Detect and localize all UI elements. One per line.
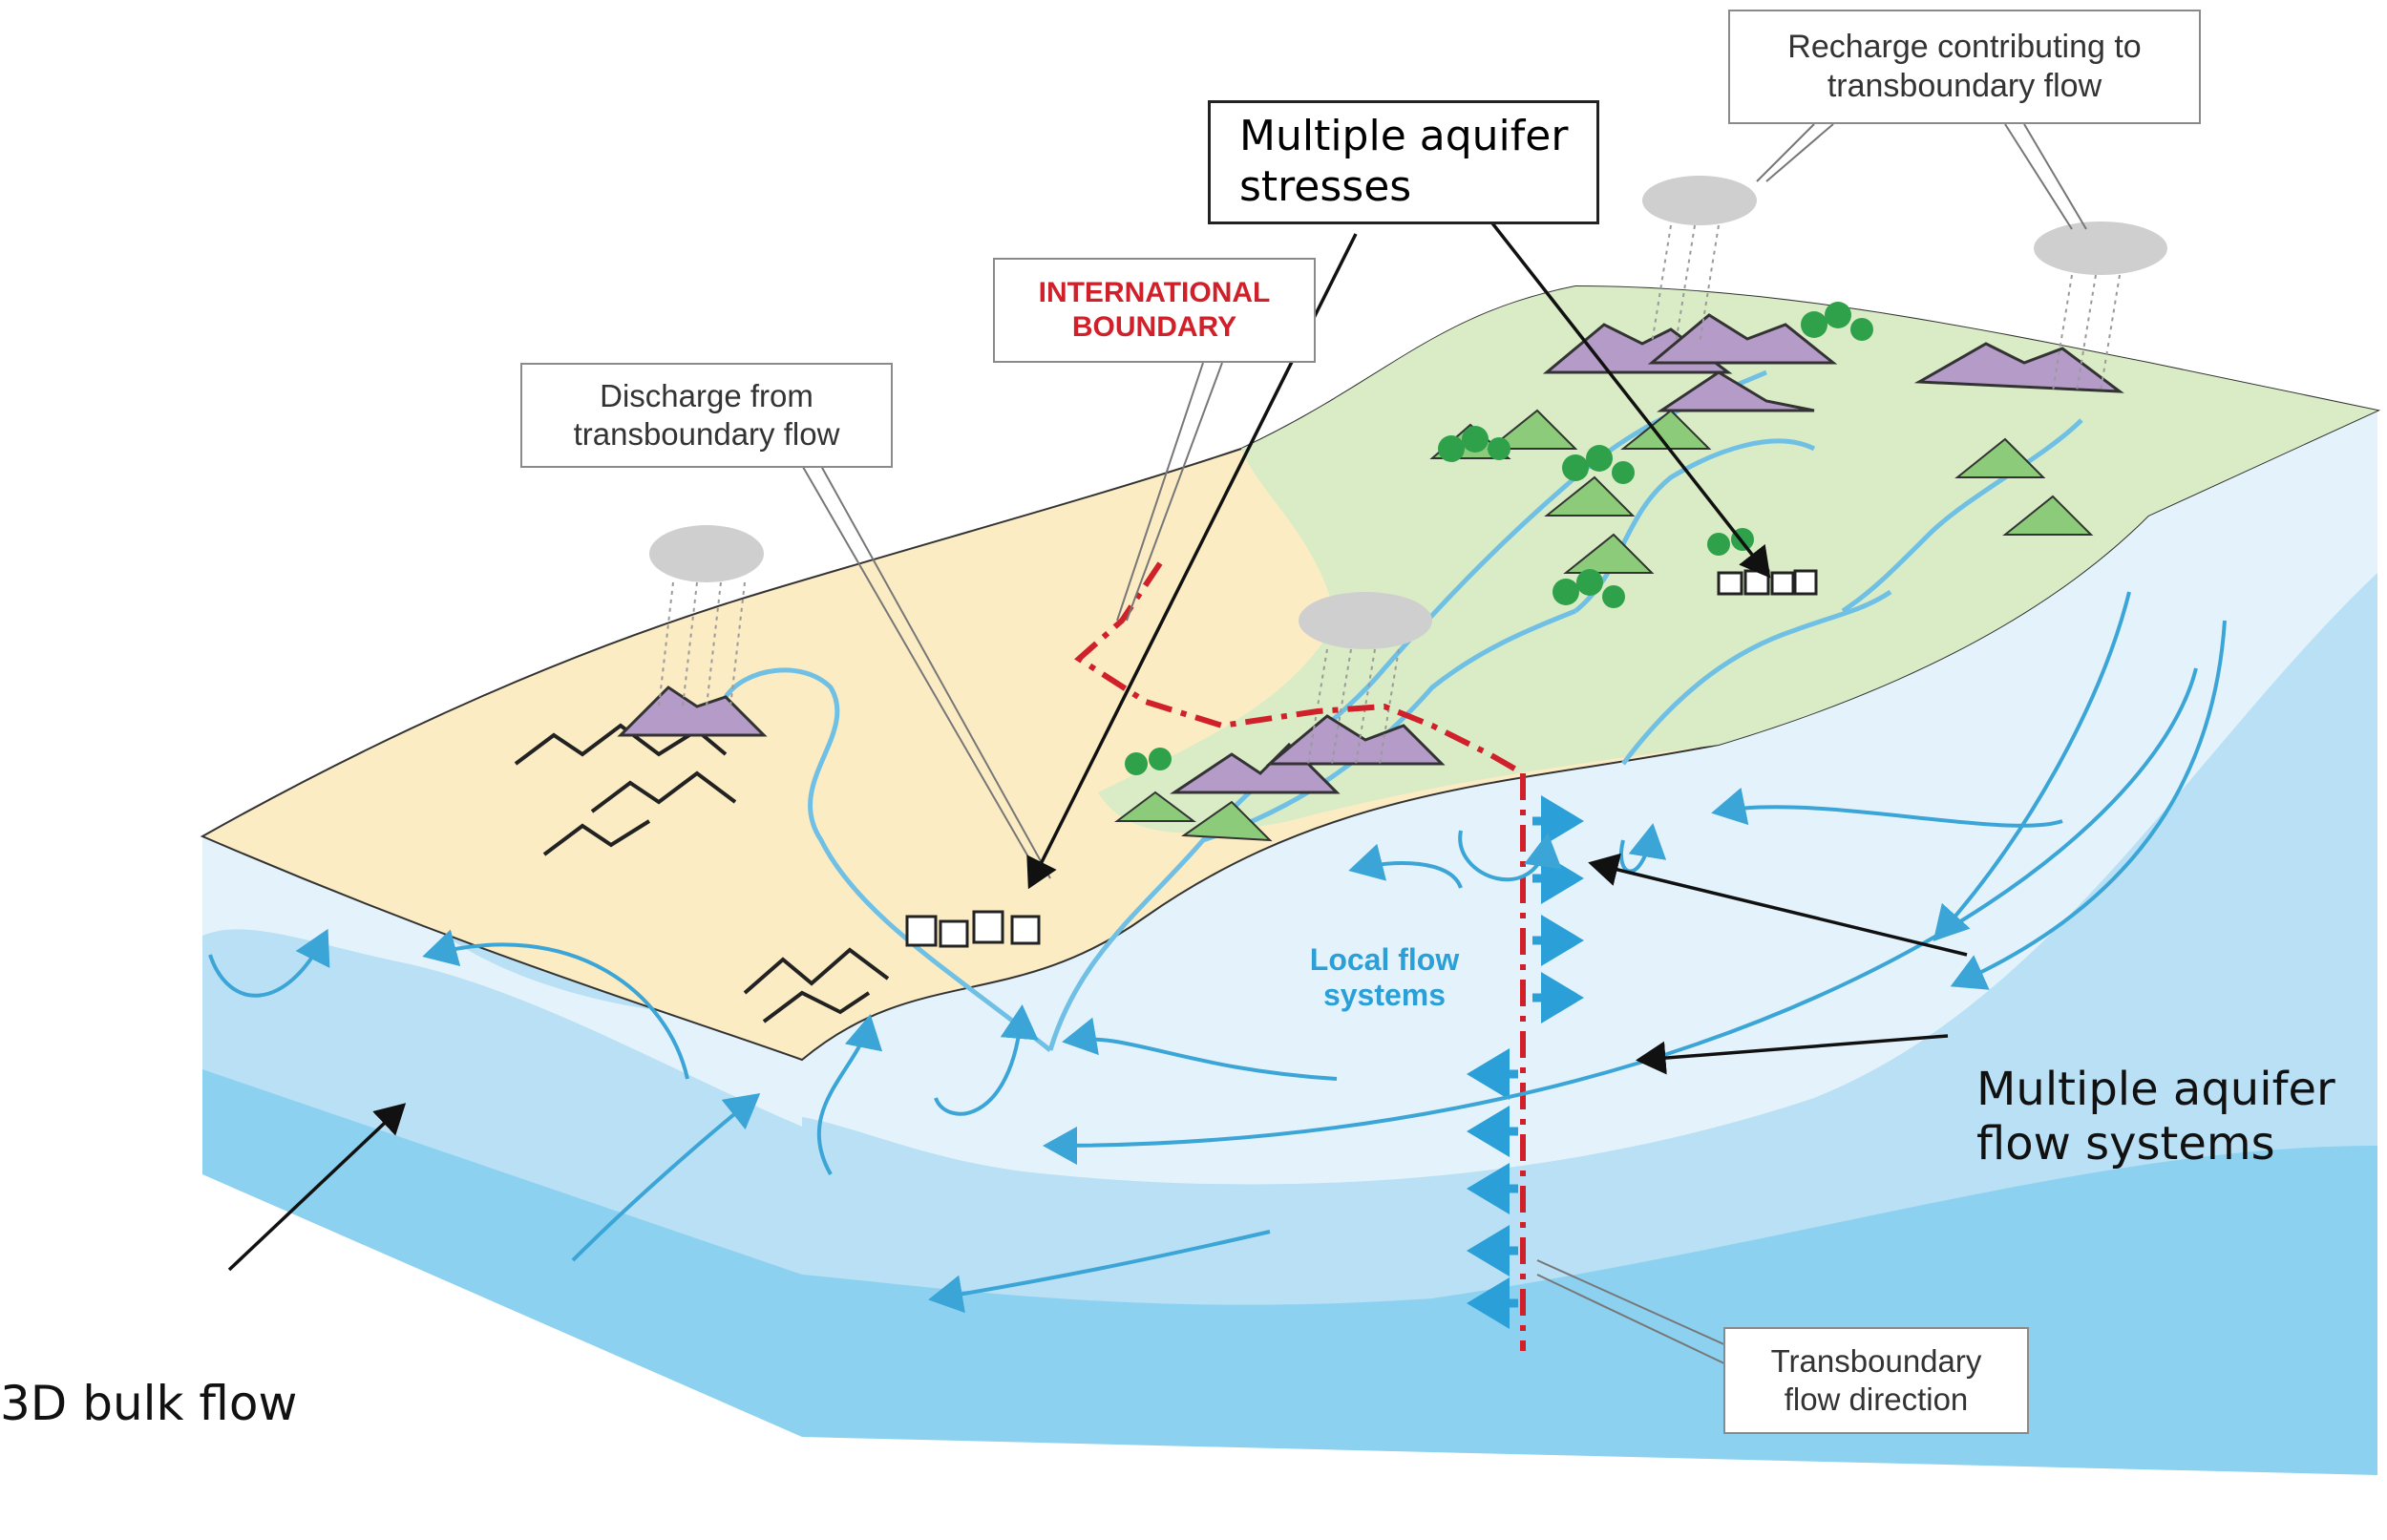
block-left-face xyxy=(202,836,802,1437)
transboundary-arrows xyxy=(1467,795,1584,1329)
block-top-surface xyxy=(200,285,2381,1062)
trees xyxy=(1125,302,1873,775)
callout-leaders xyxy=(792,123,2087,1366)
flow-arrows xyxy=(208,591,2227,1314)
green-hills xyxy=(1114,409,2094,842)
international-boundary-line xyxy=(1074,561,1526,1351)
recharge-label: Recharge contributing to transboundary f… xyxy=(1728,10,2201,124)
multiple-flow-systems-label: Multiple aquifer flow systems xyxy=(1976,1062,2335,1171)
aquifer-stresses-label: Multiple aquifer stresses xyxy=(1208,100,1599,224)
discharge-label: Discharge from transboundary flow xyxy=(520,363,893,468)
rain-clouds xyxy=(649,176,2167,765)
mountains xyxy=(617,313,2124,794)
bulk-flow-label: 3D bulk flow xyxy=(0,1376,298,1431)
international-boundary-label: INTERNATIONAL BOUNDARY xyxy=(993,258,1316,363)
transboundary-direction-label: Transboundary flow direction xyxy=(1723,1327,2029,1434)
local-flow-systems-label: Local flow systems xyxy=(1309,941,1460,1012)
